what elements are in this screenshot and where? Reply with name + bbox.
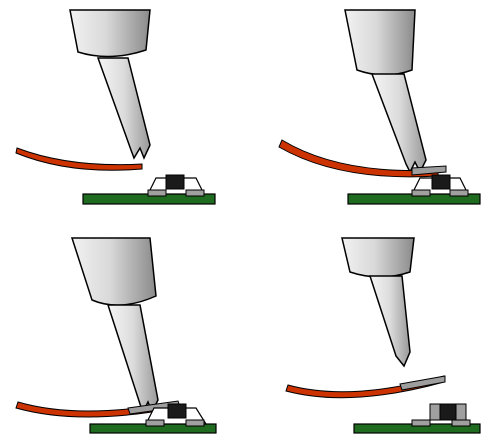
panel-step-2 (278, 9, 481, 205)
iron-handle (344, 9, 416, 76)
iron-tip (106, 304, 159, 414)
smd-component (147, 174, 205, 197)
panel-step-1 (15, 9, 216, 205)
iron-handle (69, 9, 151, 58)
iron-tip (368, 275, 411, 368)
panel-step-3 (15, 237, 217, 434)
panel-step-4 (285, 237, 481, 434)
wire-tinned-end (411, 165, 447, 176)
wire (15, 147, 143, 171)
soldering-iron (69, 9, 151, 160)
iron-handle (70, 237, 157, 306)
smd-component (411, 403, 471, 427)
iron-handle (341, 237, 415, 278)
smd-component (411, 174, 469, 197)
iron-tip (96, 57, 151, 160)
smd-component (145, 403, 208, 427)
soldering-iron (70, 237, 159, 414)
wire-tinned-end (399, 375, 446, 391)
iron-tip (370, 73, 427, 174)
soldering-iron (341, 237, 415, 368)
soldering-iron (344, 9, 427, 174)
